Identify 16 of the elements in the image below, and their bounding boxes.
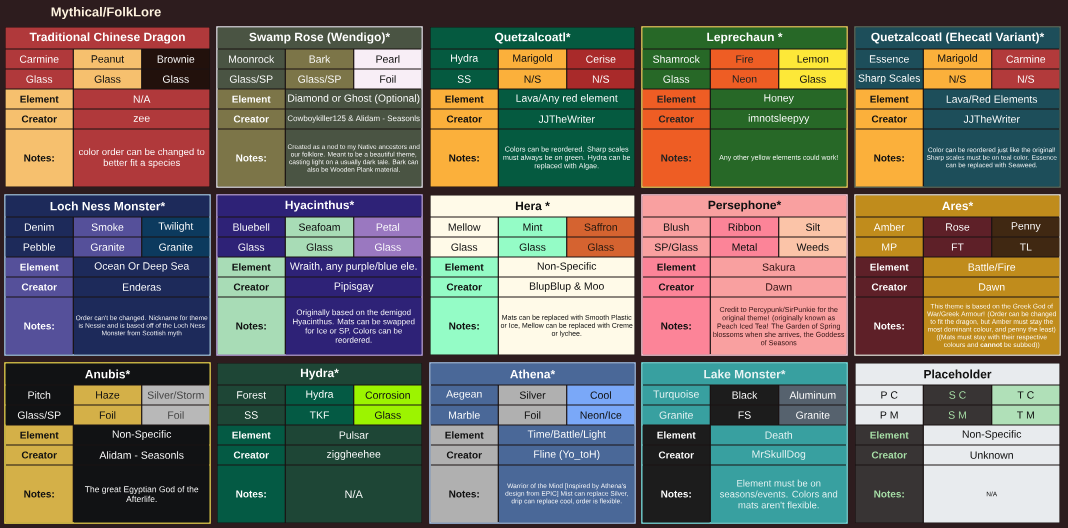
theme-card bbox=[5, 27, 210, 187]
theme-card bbox=[641, 26, 848, 188]
theme-card bbox=[4, 362, 211, 524]
theme-card bbox=[217, 363, 422, 523]
theme-card bbox=[216, 194, 423, 356]
theme-card bbox=[430, 195, 635, 355]
theme-card bbox=[641, 362, 848, 524]
theme-card bbox=[854, 26, 1061, 188]
theme-card bbox=[641, 194, 848, 356]
theme-card bbox=[854, 194, 1061, 356]
theme-card bbox=[430, 27, 635, 187]
theme-card bbox=[4, 194, 211, 356]
theme-card bbox=[855, 363, 1060, 523]
page-title: Mythical/FolkLore bbox=[51, 6, 161, 20]
theme-card bbox=[429, 362, 636, 524]
theme-card bbox=[216, 26, 423, 188]
